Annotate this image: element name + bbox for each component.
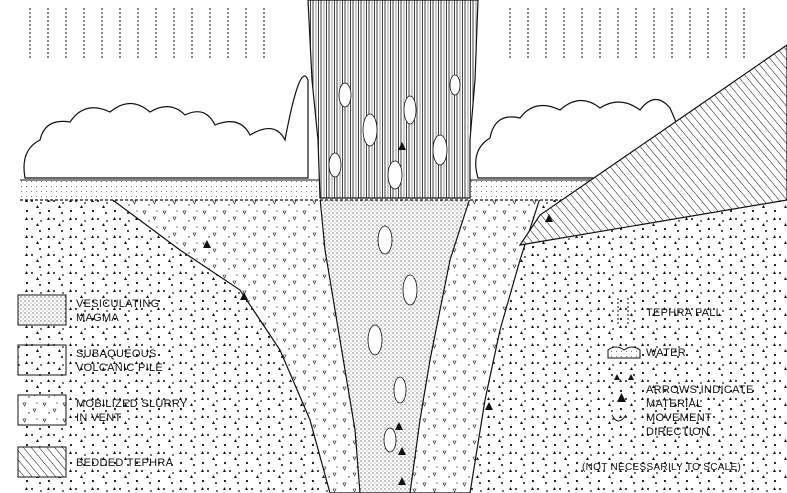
legend-label-vesiculating-magma-2: MAGMA bbox=[76, 312, 119, 324]
legend-swatch-bedded-tephra bbox=[18, 447, 66, 477]
legend-swatch-subaqueous-pile bbox=[18, 345, 66, 375]
legend-label-arrows-2: MATERIAL bbox=[646, 398, 703, 410]
scale-note: (NOT NECESSARILY TO SCALE) bbox=[582, 462, 741, 473]
legend-label-tephra-fall: TEPHRA FALL bbox=[646, 307, 722, 319]
legend-label-mobilized-slurry-1: MOBILIZED SLURRY bbox=[76, 398, 188, 410]
legend-label-arrows-3: MOVEMENT bbox=[646, 412, 712, 424]
legend-label-vesiculating-magma-1: VESICULATING bbox=[76, 298, 159, 310]
legend-label-water: WATER bbox=[646, 347, 686, 359]
legend-label-arrows-1: ARROWS INDICATE bbox=[646, 384, 754, 396]
legend-label-subaqueous-pile-1: SUBAQUEOUS bbox=[76, 348, 157, 360]
legend-label-arrows-4: DIRECTION bbox=[646, 426, 709, 438]
legend-label-subaqueous-pile-2: VOLCANIC PILE bbox=[76, 362, 163, 374]
legend-swatch-mobilized-slurry bbox=[18, 395, 66, 425]
steam-cloud-left bbox=[24, 76, 308, 178]
legend-swatch-vesiculating-magma bbox=[18, 295, 66, 325]
legend-label-bedded-tephra: BEDDED TEPHRA bbox=[76, 457, 174, 469]
legend-label-mobilized-slurry-2: IN VENT bbox=[76, 412, 122, 424]
